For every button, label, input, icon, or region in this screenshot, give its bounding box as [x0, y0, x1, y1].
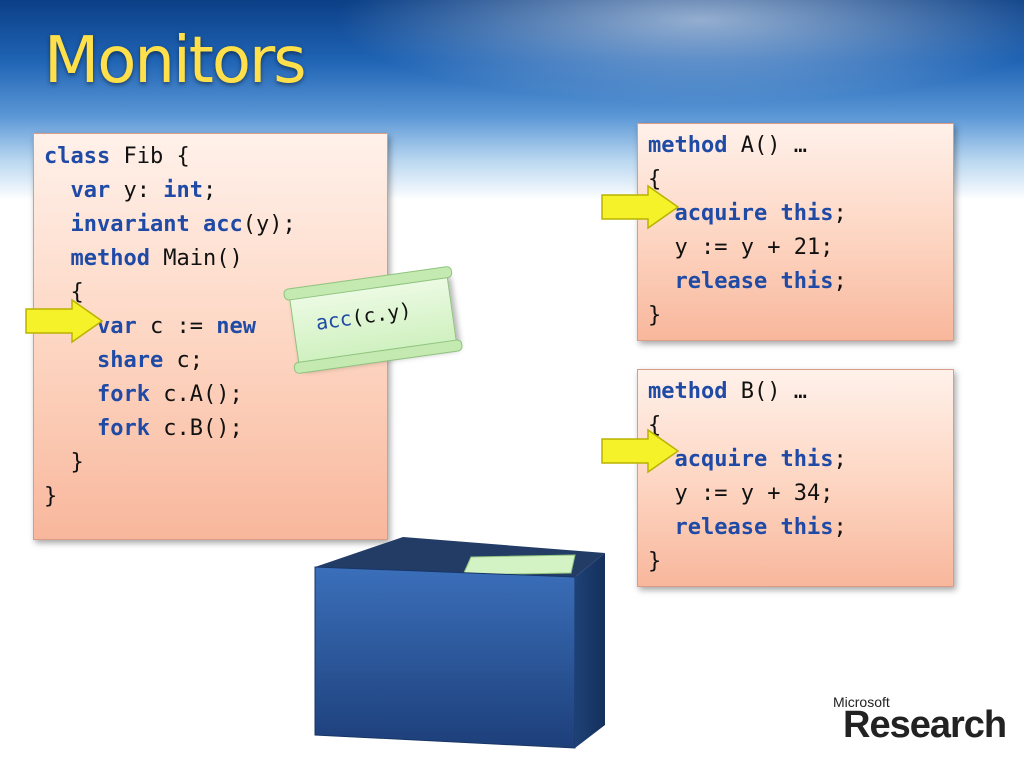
code-keyword: this — [780, 269, 834, 294]
code-text: ; — [833, 201, 847, 226]
code-text: } — [648, 549, 662, 574]
code-text: y: — [110, 178, 164, 203]
code-text: c.B(); — [149, 416, 243, 441]
microsoft-research-logo: Microsoft Research — [833, 694, 1007, 754]
code-text: A() … — [727, 133, 807, 158]
code-text: y := y + 34; — [648, 481, 834, 506]
code-keyword: release — [674, 515, 768, 540]
scroll-note-arg: (c.y) — [349, 297, 413, 330]
method-b-code-block: method B() …{ acquire this; y := y + 34;… — [648, 375, 847, 579]
code-keyword: acquire — [674, 447, 768, 472]
code-text: c := — [136, 314, 217, 339]
code-text: Main() — [149, 246, 243, 271]
code-text: c.A(); — [149, 382, 243, 407]
code-keyword: method — [648, 379, 728, 404]
method-a-panel: method A() … { acquire this; y := y + 21;… — [637, 123, 954, 341]
code-line: acquire this; — [648, 197, 847, 231]
code-line: acquire this; — [648, 443, 847, 477]
code-keyword: this — [780, 201, 834, 226]
code-text: B() … — [727, 379, 807, 404]
code-text: ; — [833, 447, 847, 472]
code-keyword: fork — [96, 416, 150, 441]
code-text — [44, 348, 97, 373]
code-keyword: int — [163, 178, 203, 203]
code-line: } — [648, 545, 847, 579]
code-text: } — [44, 484, 58, 509]
invariant-scroll-note: acc(c.y) — [288, 271, 458, 369]
code-line: { — [44, 276, 296, 310]
code-text — [767, 515, 780, 540]
code-line: { — [648, 163, 847, 197]
code-line: fork c.B(); — [44, 412, 296, 446]
code-line: } — [648, 299, 847, 333]
code-keyword: this — [780, 515, 834, 540]
code-text — [44, 416, 97, 441]
code-keyword: var — [96, 314, 137, 339]
code-keyword: release — [674, 269, 768, 294]
arrow-right-icon — [25, 298, 104, 344]
code-text: { — [648, 167, 662, 192]
code-keyword: method — [70, 246, 150, 271]
code-text — [767, 201, 780, 226]
code-text: Fib { — [110, 144, 190, 169]
code-line: } — [44, 446, 296, 480]
code-text: ; — [833, 269, 847, 294]
code-keyword: method — [648, 133, 728, 158]
code-text: ; — [202, 178, 217, 203]
code-keyword: this — [780, 447, 834, 472]
code-line: var c := new — [44, 310, 296, 344]
code-line: fork c.A(); — [44, 378, 296, 412]
code-line: var y: int; — [44, 174, 296, 208]
main-code-block: class Fib { var y: int; invariant acc(y)… — [44, 140, 296, 514]
code-text: (y); — [242, 212, 296, 237]
code-line: release this; — [648, 265, 847, 299]
code-keyword: share — [96, 348, 164, 373]
code-line: method A() … — [648, 129, 847, 163]
slide-title: Monitors — [44, 24, 307, 98]
code-line: release this; — [648, 511, 847, 545]
code-text — [767, 447, 780, 472]
code-text: ; — [833, 515, 847, 540]
code-text — [44, 212, 71, 237]
code-keyword: new — [216, 314, 256, 339]
scroll-note-fn: acc — [314, 306, 354, 335]
code-text — [190, 212, 203, 237]
logo-microsoft-text: Microsoft — [833, 694, 890, 710]
code-text — [648, 269, 675, 294]
code-text — [44, 382, 97, 407]
code-line: y := y + 21; — [648, 231, 847, 265]
code-line: invariant acc(y); — [44, 208, 296, 242]
logo-research-text: Research — [843, 704, 1007, 746]
code-keyword: class — [44, 144, 111, 169]
arrow-right-icon — [601, 428, 680, 474]
code-text — [648, 515, 675, 540]
code-keyword: var — [70, 178, 111, 203]
code-line: } — [44, 480, 296, 514]
code-keyword: acquire — [674, 201, 768, 226]
code-line: method Main() — [44, 242, 296, 276]
code-text: c; — [163, 348, 203, 373]
monitor-box-icon — [314, 537, 605, 749]
code-text — [767, 269, 780, 294]
code-keyword: invariant — [70, 212, 190, 237]
code-text — [44, 178, 71, 203]
code-text: { — [44, 280, 84, 305]
arrow-right-icon — [601, 184, 680, 230]
code-line: method B() … — [648, 375, 847, 409]
code-text: } — [648, 303, 662, 328]
scroll-note-text: acc(c.y) — [314, 298, 413, 335]
method-a-code-block: method A() … { acquire this; y := y + 21;… — [648, 129, 847, 333]
code-keyword: acc — [202, 212, 243, 237]
method-b-panel: method B() …{ acquire this; y := y + 34;… — [637, 369, 954, 587]
code-text: } — [44, 450, 84, 475]
code-text — [44, 246, 71, 271]
code-text: y := y + 21; — [648, 235, 834, 260]
code-line: class Fib { — [44, 140, 296, 174]
code-line: share c; — [44, 344, 296, 378]
code-keyword: fork — [96, 382, 150, 407]
code-line: y := y + 34; — [648, 477, 847, 511]
